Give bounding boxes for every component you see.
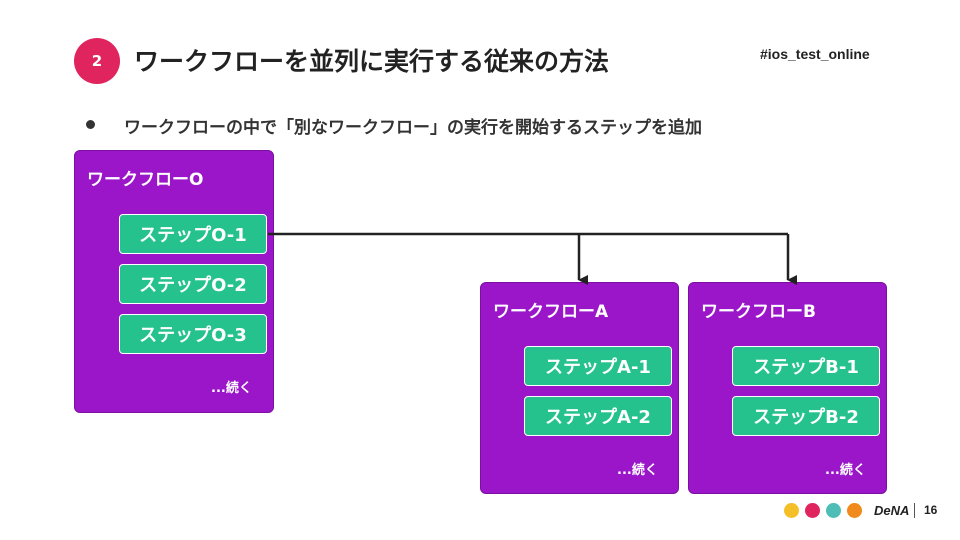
workflow-o-continues: ...続く — [211, 381, 252, 396]
hashtag: #ios_test_online — [760, 46, 870, 62]
brand-dots — [784, 503, 862, 518]
workflow-b-box: ワークフローB ステップB-1 ステップB-2 ...続く — [688, 282, 887, 494]
section-number: 2 — [91, 52, 103, 70]
brand-dot-teal — [826, 503, 841, 518]
step-o-3: ステップO-3 — [119, 314, 267, 354]
section-number-badge: 2 — [74, 38, 120, 84]
step-o-1: ステップO-1 — [119, 214, 267, 254]
step-a-2: ステップA-2 — [524, 396, 672, 436]
step-a-1: ステップA-1 — [524, 346, 672, 386]
step-b-1: ステップB-1 — [732, 346, 880, 386]
bullet-dot-icon — [86, 120, 95, 129]
footer-separator — [914, 503, 915, 518]
step-b-2: ステップB-2 — [732, 396, 880, 436]
brand-dot-yellow — [784, 503, 799, 518]
workflow-o-title: ワークフローO — [87, 170, 204, 190]
page-number: 16 — [924, 503, 938, 517]
workflow-b-continues: ...続く — [825, 463, 866, 478]
workflow-o-box: ワークフローO ステップO-1 ステップO-2 ステップO-3 ...続く — [74, 150, 274, 413]
dena-logo: DeNA — [874, 503, 910, 518]
brand-dot-orange — [847, 503, 862, 518]
bullet-text: ワークフローの中で「別なワークフロー」の実行を開始するステップを追加 — [124, 118, 702, 138]
workflow-a-continues: ...続く — [617, 463, 658, 478]
workflow-a-title: ワークフローA — [493, 302, 609, 322]
step-o-2: ステップO-2 — [119, 264, 267, 304]
brand-dot-pink — [805, 503, 820, 518]
page-title: ワークフローを並列に実行する従来の方法 — [134, 47, 610, 76]
workflow-b-title: ワークフローB — [701, 302, 816, 322]
